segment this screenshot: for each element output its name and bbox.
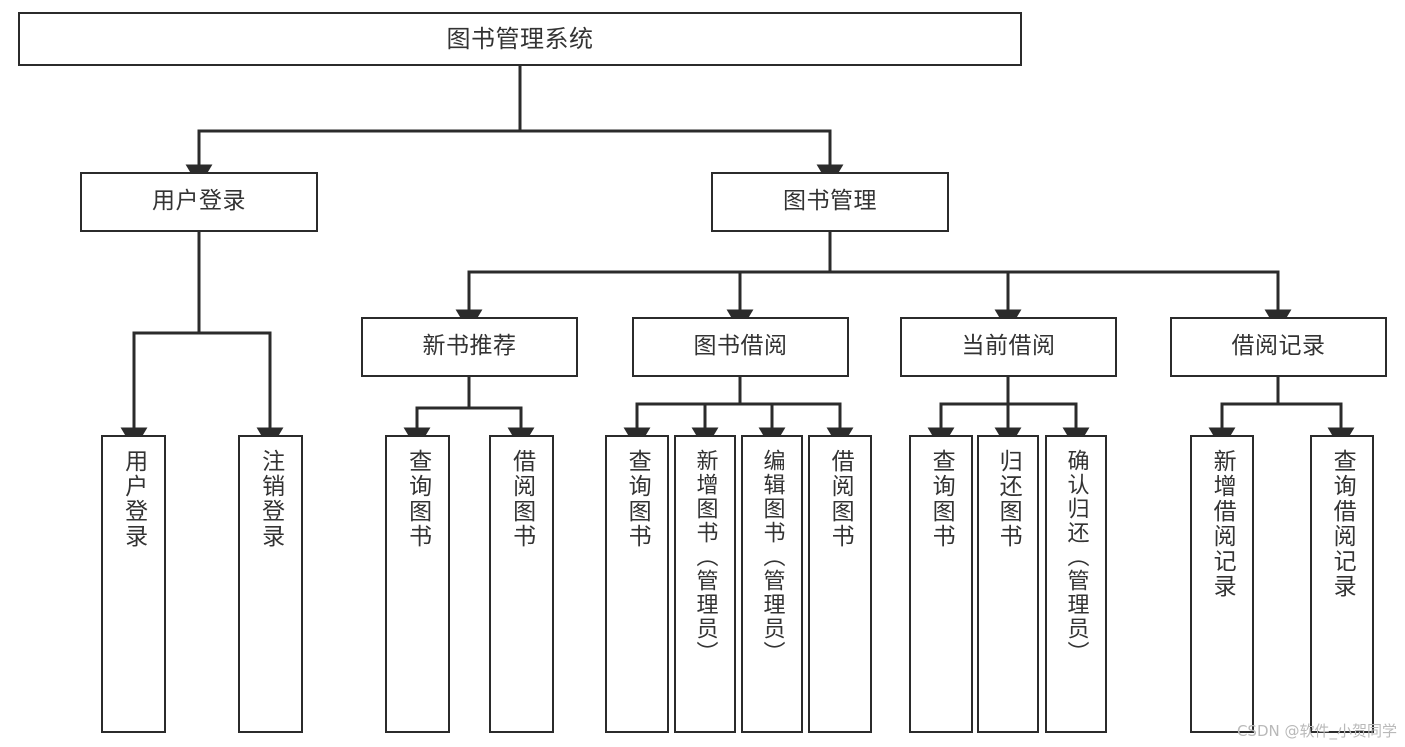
node-label: 归还图书	[995, 449, 1022, 549]
node-label: 新增图书（管理员）	[692, 449, 718, 665]
node-label: 借阅图书	[508, 449, 535, 549]
node-label: 注销登录	[257, 449, 284, 549]
node-root-system[interactable]: 图书管理系统	[18, 12, 1022, 66]
node-label: 编辑图书（管理员）	[759, 449, 785, 665]
node-label: 新书推荐	[422, 333, 517, 360]
leaf-record-query[interactable]: 查询借阅记录	[1310, 435, 1374, 733]
leaf-borrow-query[interactable]: 查询图书	[605, 435, 669, 733]
node-label: 查询图书	[404, 449, 431, 549]
leaf-borrow-borrow-book[interactable]: 借阅图书	[808, 435, 872, 733]
node-label: 图书管理系统	[446, 24, 594, 53]
node-label: 确认归还（管理员）	[1063, 449, 1089, 665]
node-new-book-recommend[interactable]: 新书推荐	[361, 317, 578, 377]
leaf-current-confirm-return[interactable]: 确认归还（管理员）	[1045, 435, 1107, 733]
node-user-login[interactable]: 用户登录	[80, 172, 318, 232]
node-borrow-record[interactable]: 借阅记录	[1170, 317, 1387, 377]
node-book-management[interactable]: 图书管理	[711, 172, 949, 232]
leaf-record-add[interactable]: 新增借阅记录	[1190, 435, 1254, 733]
node-label: 借阅图书	[827, 449, 854, 549]
leaf-current-return[interactable]: 归还图书	[977, 435, 1039, 733]
node-book-borrow[interactable]: 图书借阅	[632, 317, 849, 377]
leaf-current-query[interactable]: 查询图书	[909, 435, 973, 733]
leaf-borrow-add-book[interactable]: 新增图书（管理员）	[674, 435, 736, 733]
node-label: 图书管理	[783, 188, 877, 215]
node-label: 查询借阅记录	[1329, 449, 1356, 599]
node-label: 用户登录	[152, 188, 246, 215]
node-label: 查询图书	[624, 449, 651, 549]
leaf-borrow-edit-book[interactable]: 编辑图书（管理员）	[741, 435, 803, 733]
node-label: 用户登录	[120, 449, 147, 549]
leaf-new-book-borrow[interactable]: 借阅图书	[489, 435, 554, 733]
leaf-new-book-query[interactable]: 查询图书	[385, 435, 450, 733]
leaf-user-login-logout[interactable]: 注销登录	[238, 435, 303, 733]
csdn-watermark: CSDN @软件_小贺同学	[1236, 722, 1397, 740]
node-label: 当前借阅	[961, 333, 1056, 360]
node-label: 查询图书	[928, 449, 955, 549]
node-current-borrow[interactable]: 当前借阅	[900, 317, 1117, 377]
node-label: 图书借阅	[693, 333, 788, 360]
node-label: 新增借阅记录	[1209, 449, 1236, 599]
leaf-user-login-login[interactable]: 用户登录	[101, 435, 166, 733]
node-label: 借阅记录	[1231, 333, 1326, 360]
